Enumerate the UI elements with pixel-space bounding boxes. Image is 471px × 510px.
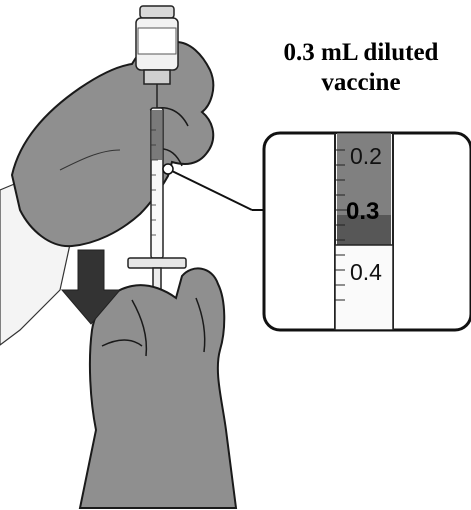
zoom-callout: 0.2 0.3 0.4 bbox=[264, 133, 471, 330]
upper-gloved-hand bbox=[12, 42, 213, 246]
scale-label-0-3: 0.3 bbox=[346, 198, 379, 225]
scale-label-0-2: 0.2 bbox=[350, 143, 382, 169]
measurement-point-marker bbox=[163, 164, 173, 174]
scale-label-0-4: 0.4 bbox=[350, 259, 382, 285]
